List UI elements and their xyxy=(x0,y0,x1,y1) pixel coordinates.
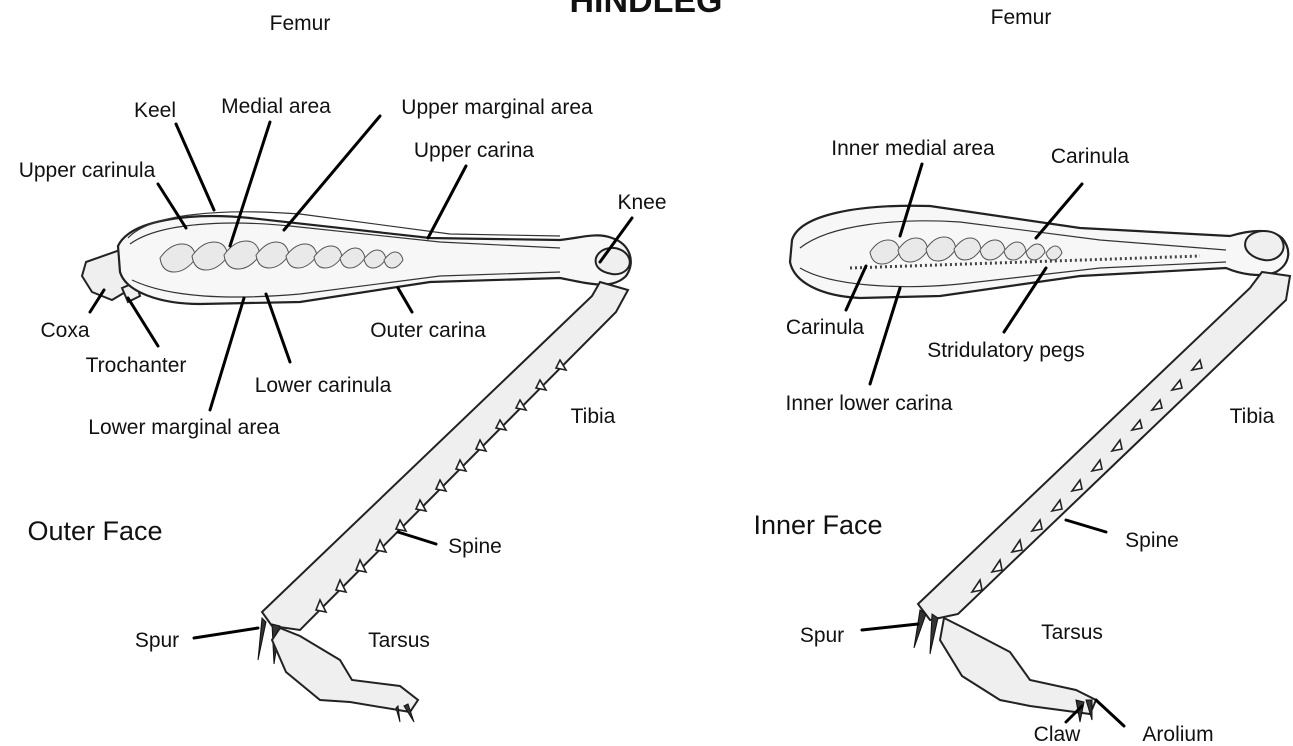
outer-coxa-label: Coxa xyxy=(40,319,89,342)
inner-spine-label: Spine xyxy=(1125,529,1179,552)
outer-spine-label: Spine xyxy=(448,535,502,558)
outer-trochanter-label: Trochanter xyxy=(86,354,187,377)
outer-lower-marginal-area-label: Lower marginal area xyxy=(88,416,280,439)
outer-lower-carinula-label: Lower carinula xyxy=(255,374,392,397)
inner-arolium-label: Arolium xyxy=(1142,723,1213,746)
outer-outer-carina-label: Outer carina xyxy=(370,319,486,342)
inner-spur-label: Spur xyxy=(800,624,844,647)
inner-carinula-top-label: Carinula xyxy=(1051,145,1130,168)
outer-upper-carina-label: Upper carina xyxy=(414,139,535,162)
inner-lower-carina-label: Inner lower carina xyxy=(786,392,953,415)
outer-face-title: Outer Face xyxy=(27,516,162,546)
inner-spur-shape xyxy=(914,610,938,654)
inner-femur-label: Femur xyxy=(991,6,1052,29)
inner-stridulatory-pegs-label: Stridulatory pegs xyxy=(927,339,1085,362)
inner-tarsus-label: Tarsus xyxy=(1041,621,1103,644)
outer-upper-carinula-label: Upper carinula xyxy=(19,159,156,182)
outer-spur-label: Spur xyxy=(135,629,179,652)
diagram-title: HINDLEG xyxy=(570,0,723,20)
inner-tibia-label: Tibia xyxy=(1230,405,1275,428)
inner-carinula-left-label: Carinula xyxy=(786,316,865,339)
inner-medial-area-label: Inner medial area xyxy=(831,137,995,160)
outer-tibia-label: Tibia xyxy=(571,405,616,428)
outer-upper-marginal-area-label: Upper marginal area xyxy=(401,96,593,119)
outer-keel-label: Keel xyxy=(134,99,176,122)
outer-knee-label: Knee xyxy=(617,191,666,214)
inner-knee-shape xyxy=(1245,231,1283,260)
inner-face-title: Inner Face xyxy=(753,510,882,540)
outer-medial-area-label: Medial area xyxy=(221,95,331,118)
inner-tibia-shape xyxy=(918,272,1290,620)
outer-femur-label: Femur xyxy=(270,12,331,35)
outer-tarsus-label: Tarsus xyxy=(368,629,430,652)
inner-leg-drawing xyxy=(790,206,1290,722)
inner-claw-label: Claw xyxy=(1034,723,1082,746)
